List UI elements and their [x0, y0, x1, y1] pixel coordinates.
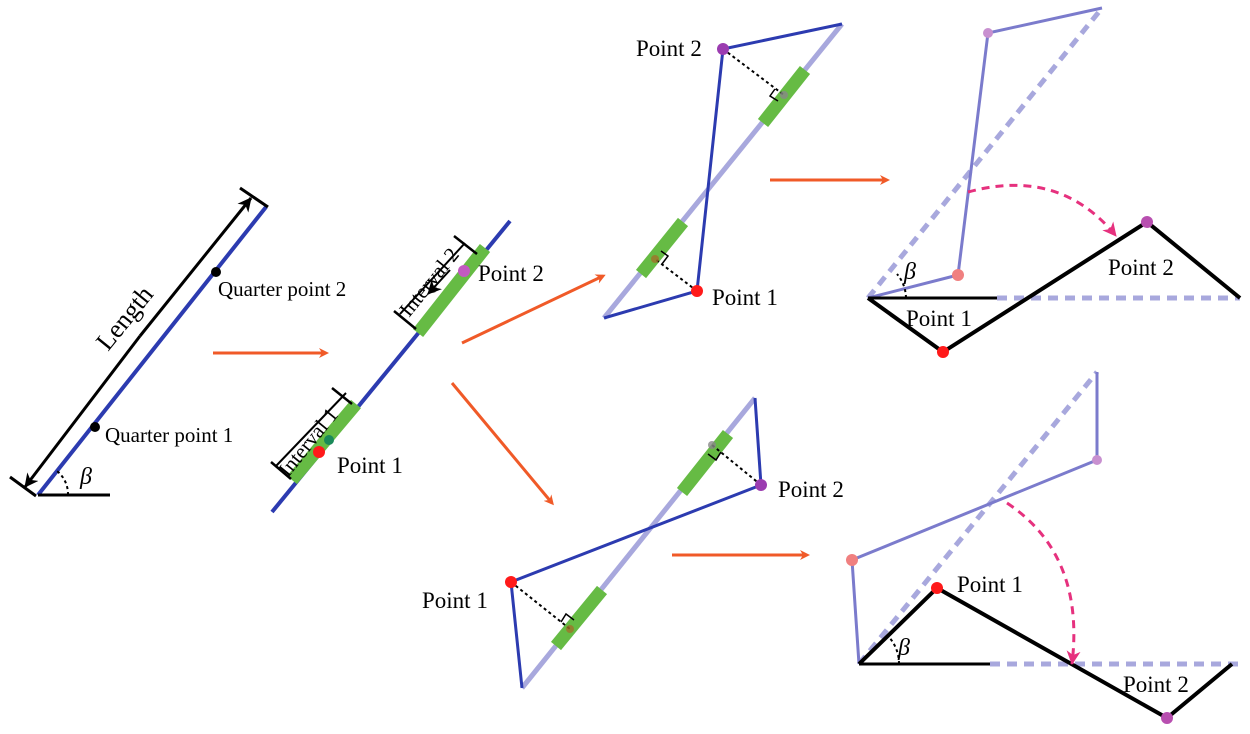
- rotation-arrow: [1006, 501, 1081, 665]
- projected-point-upper: [708, 441, 716, 449]
- panel-projection-bottom: Point 1 Point 2: [422, 396, 844, 690]
- beta-label: β: [897, 635, 910, 661]
- point-2-dot: [458, 265, 470, 277]
- projection-line-upper: [711, 444, 762, 486]
- previous-path-faded: [867, 6, 1103, 300]
- transformed-path: [603, 22, 843, 320]
- panel-intervals: Interval 1 Interval 2 Point 1 Point 2: [270, 219, 544, 514]
- beta-angle-arc: [896, 273, 907, 299]
- rotation-arrow: [967, 183, 1118, 237]
- point-1-label: Point 1: [957, 572, 1023, 597]
- point-2-dot: [1141, 216, 1153, 228]
- point-1-label: Point 1: [906, 306, 972, 331]
- point-2-label: Point 2: [636, 36, 702, 61]
- previous-point-2-dot: [1092, 455, 1102, 465]
- transformed-path: [509, 397, 763, 689]
- beta-label: β: [903, 259, 916, 285]
- rotated-path: [857, 585, 1234, 721]
- original-segment-faded: [602, 22, 844, 320]
- point-2-dot: [717, 43, 729, 55]
- right-angle-mark-upper: [768, 88, 779, 102]
- point-1-dot: [691, 285, 703, 297]
- point-2-dot: [1161, 712, 1173, 724]
- interval-bar-upper: [676, 429, 734, 497]
- quarter-point-1-label: Quarter point 1: [105, 423, 233, 447]
- interval-2-tick-b: [453, 235, 478, 255]
- quarter-point-2-dot: [211, 267, 221, 277]
- interval-1-bar: [287, 399, 361, 485]
- projection-line-lower: [654, 258, 698, 292]
- interval-2-tick-a: [393, 310, 417, 330]
- interval-1-tick-a: [270, 461, 292, 480]
- point-1-dot: [505, 576, 517, 588]
- right-angle-mark-lower: [560, 612, 575, 623]
- projection-line-upper: [722, 48, 785, 96]
- length-tick-bottom: [9, 475, 37, 498]
- panel-projection-top: Point 1 Point 2: [602, 22, 844, 320]
- point-2-label: Point 2: [478, 261, 544, 286]
- beta-label: β: [79, 464, 92, 490]
- interval-bar-lower: [635, 217, 689, 279]
- length-arrow-down: [23, 335, 142, 488]
- point-1-dot: [931, 582, 943, 594]
- point-1-label: Point 1: [712, 285, 778, 310]
- point-2-label: Point 2: [1108, 255, 1174, 280]
- projected-point-lower: [566, 625, 574, 633]
- flow-arrow-2-down: [450, 382, 554, 506]
- point-2-label: Point 2: [1123, 672, 1189, 697]
- length-tick-top: [239, 186, 269, 209]
- right-angle-mark-upper: [707, 451, 722, 462]
- point-1-dot: [313, 446, 325, 458]
- interval-bar-lower: [550, 585, 608, 651]
- point-2-dot: [755, 479, 767, 491]
- panel-rotation-bottom: β Point 1 Point 2: [846, 370, 1240, 724]
- beta-angle-arc: [56, 470, 70, 496]
- length-label: Length: [90, 280, 159, 355]
- rotated-path: [866, 219, 1242, 355]
- previous-point-1-dot: [846, 554, 858, 566]
- panel-rotation-top: β Point 1 Point 2: [866, 6, 1242, 358]
- previous-point-2-dot: [983, 28, 993, 38]
- projected-point-lower: [651, 255, 659, 263]
- interval-2-dim-line: [399, 242, 466, 315]
- point-2-label: Point 2: [778, 477, 844, 502]
- beta-angle-arc: [887, 635, 901, 665]
- original-segment-dashed: [866, 6, 1104, 300]
- quarter-point-2-label: Quarter point 2: [218, 277, 346, 301]
- point-1-label: Point 1: [337, 453, 403, 478]
- original-segment-dashed: [857, 370, 1099, 666]
- point-1-label: Point 1: [422, 588, 488, 613]
- interval-1-center-dot: [324, 435, 334, 445]
- projected-point-upper: [780, 91, 788, 99]
- interval-1-dim-line: [275, 392, 347, 467]
- previous-path-faded: [850, 372, 1099, 665]
- segment-line: [36, 205, 268, 497]
- interval-2-bar: [412, 243, 491, 338]
- right-angle-mark-lower: [660, 250, 670, 265]
- length-arrow-up: [138, 197, 253, 337]
- interval-2-arrow: [427, 269, 451, 295]
- quarter-point-1-dot: [90, 422, 100, 432]
- flow-arrow-2-up: [461, 274, 606, 345]
- projection-line-lower: [510, 581, 571, 630]
- point-1-dot: [937, 346, 949, 358]
- previous-point-1-dot: [952, 269, 964, 281]
